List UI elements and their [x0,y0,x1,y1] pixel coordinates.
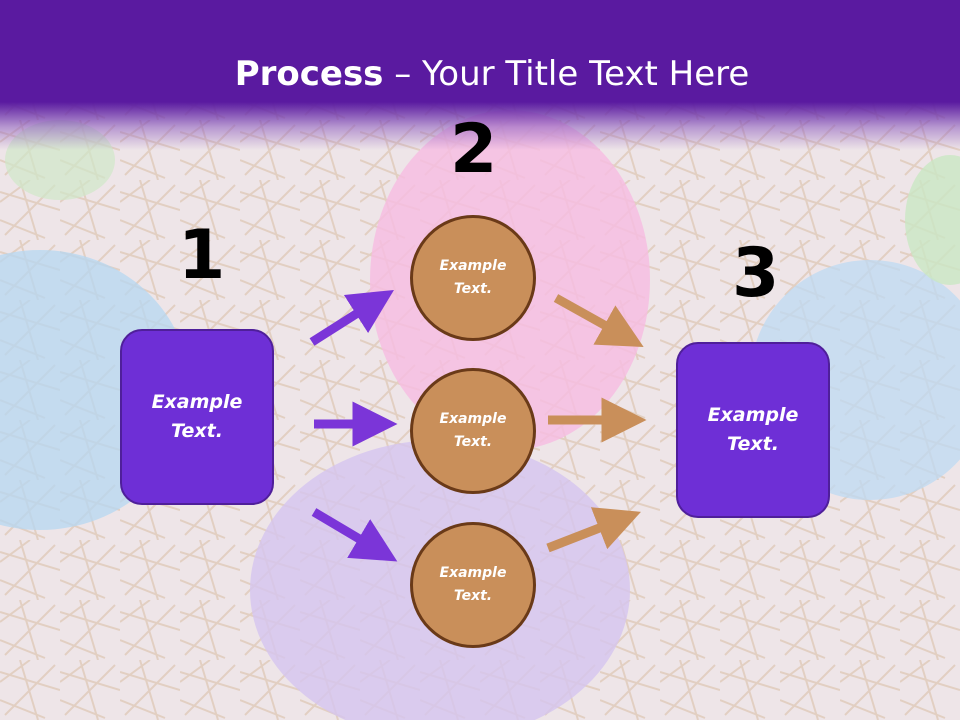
circle-2-line1: Example [439,411,507,427]
step-number-2: 2 [450,110,498,189]
step-number-1: 1 [178,216,226,295]
circle-2-line2: Text. [453,434,493,450]
slide-title: Process – Your Title Text Here [0,52,960,96]
circle-1-line1: Example [439,258,507,274]
title-bar [0,0,960,150]
circle-3-line1: Example [439,565,507,581]
title-rest: – Your Title Text Here [383,54,750,94]
arrow-to-circle-1 [309,289,394,346]
left-box-line2: Text. [171,420,223,442]
left-box-line1: Example [151,391,243,413]
arrow-from-circle-1 [553,294,644,347]
arrow-to-circle-3 [311,508,398,562]
circle-3-line2: Text. [453,588,493,604]
right-box-line1: Example [707,404,799,426]
circle-1-line2: Text. [453,281,493,297]
step-number-3: 3 [732,234,780,313]
title-bold: Process [234,54,384,94]
right-box-line2: Text. [727,433,779,455]
arrow-from-circle-3 [546,507,641,553]
